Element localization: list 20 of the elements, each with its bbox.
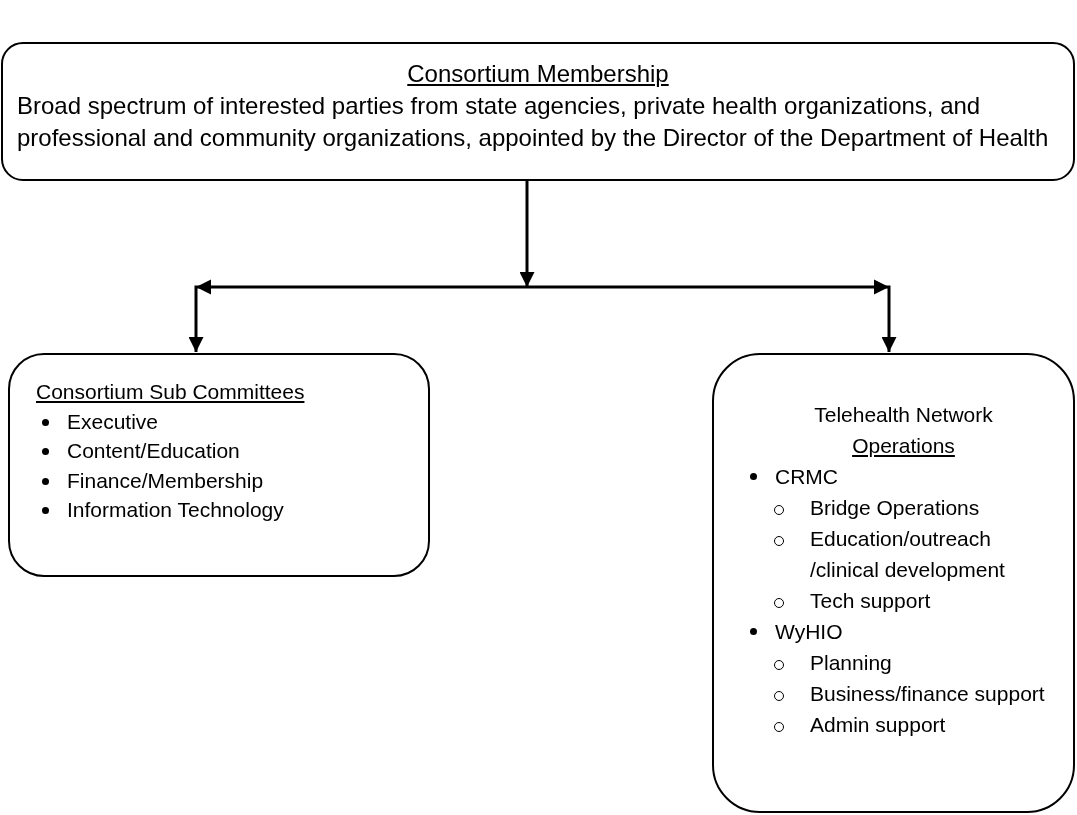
list-item: Business/finance support: [810, 681, 1045, 707]
list-item: Finance/Membership: [67, 467, 264, 494]
description-text: Broad spectrum of interested parties from state agencies, private health organizations, and professional and community organizations, appointed by the Director of the Department of Health: [17, 91, 1050, 153]
list-item: Content/Education: [67, 438, 240, 464]
rounded-box: [712, 353, 1075, 813]
list-item: Executive: [67, 408, 159, 435]
box-heading: Telehealth Network: [813, 402, 994, 428]
rounded-box: [1, 42, 1075, 181]
list-item: Education/outreach /clinical development: [810, 526, 1006, 583]
list-item: Admin support: [810, 712, 946, 738]
box-heading: Operations: [852, 434, 955, 457]
list-item: Information Technology: [67, 497, 284, 523]
list-item: WyHIO: [775, 619, 843, 645]
box-heading: Consortium Membership: [407, 60, 669, 87]
list-item: Tech support: [810, 588, 931, 614]
list-item: Bridge Operations: [810, 495, 980, 521]
list-item: CRMC: [775, 464, 838, 490]
box-heading: Consortium Sub Committees: [36, 380, 305, 403]
list-item: Planning: [810, 650, 892, 676]
rounded-box: [8, 353, 430, 577]
